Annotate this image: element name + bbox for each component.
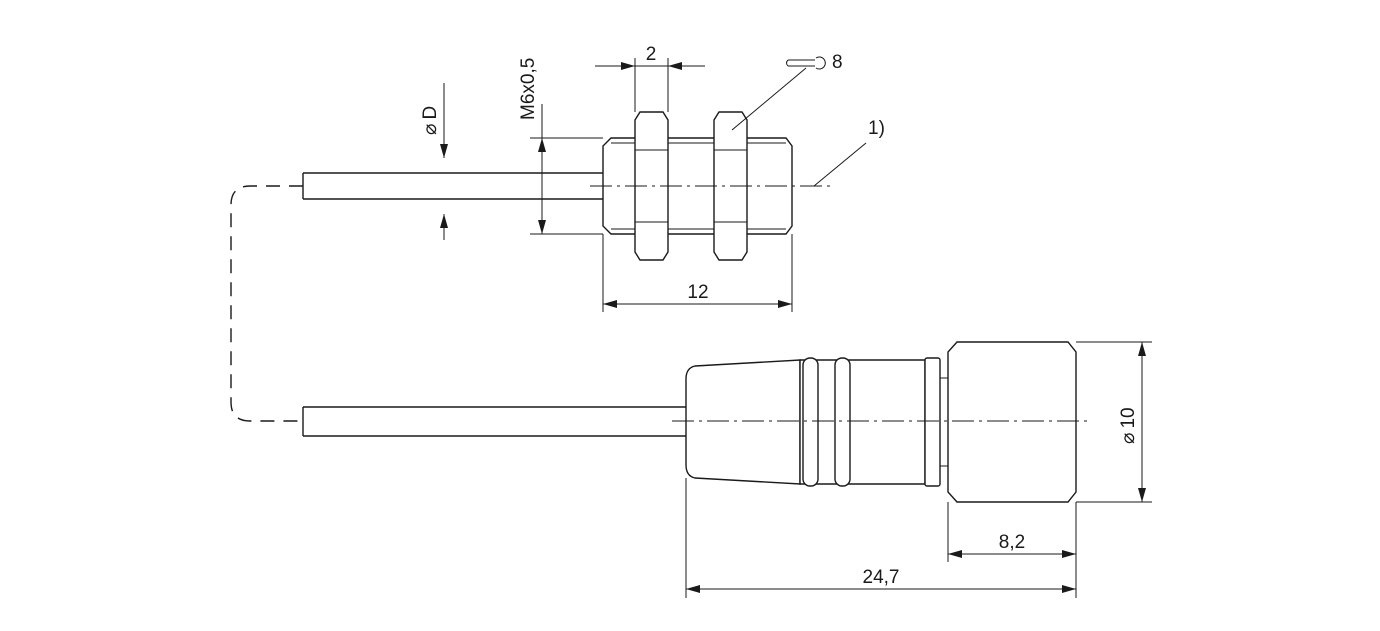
wrench-size-label: 8 [832, 52, 843, 73]
dimension-wrench-size: 8 [731, 52, 843, 131]
thread-label: M6x0,5 [518, 58, 539, 120]
nut-width-label: 2 [646, 44, 657, 65]
sensor-cable-upper [302, 172, 603, 200]
svg-text:⌀D: ⌀D [420, 106, 441, 135]
dimension-nut-width: 2 [595, 44, 705, 112]
connector-body [685, 341, 1077, 503]
dimension-connector-total: 24,7 [685, 478, 1076, 598]
sensor-cable-lower [302, 406, 686, 437]
dimension-thread: M6x0,5 [518, 58, 603, 235]
housing-length-label: 12 [687, 282, 708, 303]
connector-total-label: 24,7 [863, 567, 900, 588]
connector-diameter-label: 10 [1118, 407, 1139, 428]
footnote-label: 1) [868, 118, 885, 139]
cable-diameter-label: D [420, 106, 441, 120]
dimension-connector-diameter: ⌀ 10 [1076, 341, 1152, 503]
diameter-symbol: ⌀ [420, 124, 441, 135]
cable-break-line [230, 185, 303, 422]
connector-head-label: 8,2 [999, 532, 1025, 553]
dimension-housing-length: 12 [602, 234, 793, 312]
wrench-icon [815, 56, 826, 70]
diameter-symbol: ⌀ [1118, 433, 1139, 444]
dimension-cable-diameter: ⌀D [420, 83, 448, 240]
dimension-connector-head: 8,2 [947, 502, 1077, 598]
footnote-marker: 1) [813, 118, 885, 187]
hex-nut-left [634, 111, 669, 261]
svg-text:⌀10: ⌀ 10 [1118, 407, 1139, 444]
